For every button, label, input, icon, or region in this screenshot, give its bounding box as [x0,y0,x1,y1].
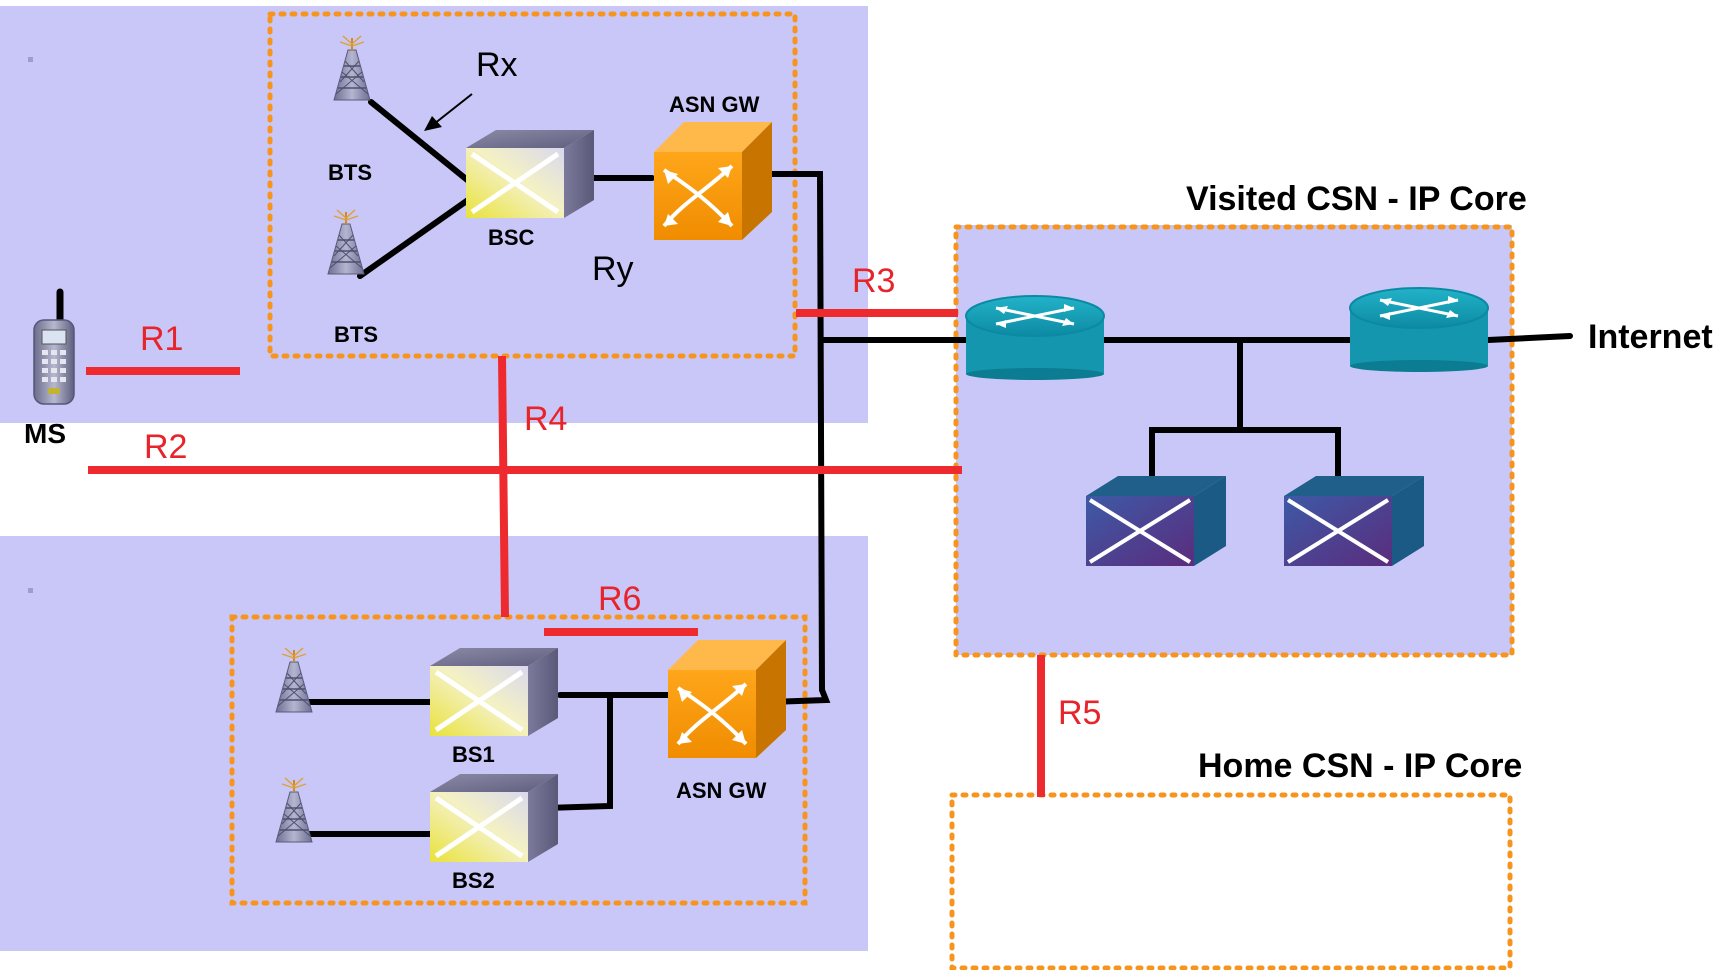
r2-label: R2 [144,428,187,466]
bsc-label: BSC [488,225,535,250]
bs2-label: BS2 [452,868,495,893]
asn-gw-bottom-icon [666,638,788,760]
bts-bottom-label: BTS [334,322,378,347]
bts-top-label: BTS [328,160,372,185]
visited-server-left-icon [1084,474,1228,568]
black-links [56,99,1573,837]
asn-gw-top-icon [652,120,774,242]
bsc-cube-icon [466,130,594,218]
ms-label: MS [24,418,66,449]
asn-top-border [267,11,798,359]
ry-label: Ry [592,250,634,288]
bs2-cube-icon [430,774,558,862]
r4-link [498,355,509,618]
asn-bottom-border [229,614,808,906]
visited-router-left-icon [964,294,1106,382]
asn-gw-bottom-label: ASN GW [676,778,767,803]
rx-pointer-arrow [424,93,473,131]
internet-label: Internet [1588,318,1713,356]
r4-label: R4 [524,400,567,438]
bs1-cube-icon [430,648,558,736]
r5-label: R5 [1058,694,1101,732]
rx-label: Rx [476,46,518,84]
r6-label: R6 [598,580,641,618]
mobile-phone-icon [33,319,75,405]
reference-links [86,309,1045,797]
r3-label: R3 [852,262,895,300]
r1-label: R1 [140,320,183,358]
bs1-label: BS1 [452,742,495,767]
home-csn-border [949,792,1513,970]
visited-router-right-icon [1348,286,1490,374]
home-csn-title: Home CSN - IP Core [1198,747,1522,785]
visited-server-right-icon [1282,474,1426,568]
visited-csn-title: Visited CSN - IP Core [1186,180,1527,218]
asn-gw-top-label: ASN GW [669,92,760,117]
visited-csn-border [953,224,1515,658]
